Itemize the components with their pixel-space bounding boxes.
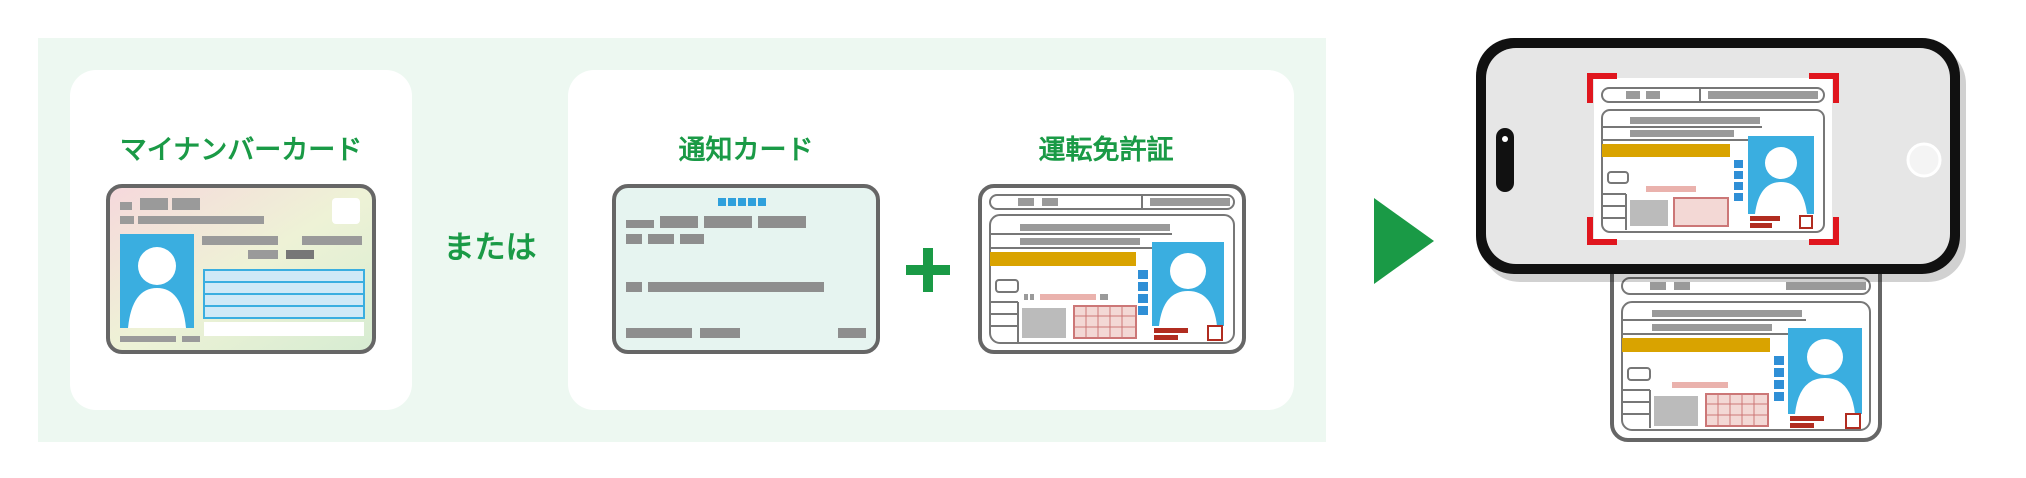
person-silhouette-icon: [1152, 242, 1224, 326]
smartphone-icon: [1476, 38, 1966, 282]
notification-card-label: 通知カード: [678, 135, 814, 166]
play-arrow-icon: [1374, 198, 1434, 284]
mynumber-card-illustration: [106, 184, 376, 354]
scan-frame: [1587, 73, 1839, 245]
or-connector: または: [443, 230, 537, 266]
drivers-license-label: 運転免許証: [1038, 135, 1174, 166]
person-silhouette-icon: [120, 234, 194, 328]
mynumber-card-label: マイナンバーカード: [119, 135, 363, 166]
person-silhouette-icon: [1788, 328, 1862, 414]
drivers-license-illustration: [978, 184, 1246, 354]
notification-card-illustration: [612, 184, 880, 354]
plus-icon: [906, 248, 950, 292]
person-silhouette-icon: [1748, 136, 1814, 214]
